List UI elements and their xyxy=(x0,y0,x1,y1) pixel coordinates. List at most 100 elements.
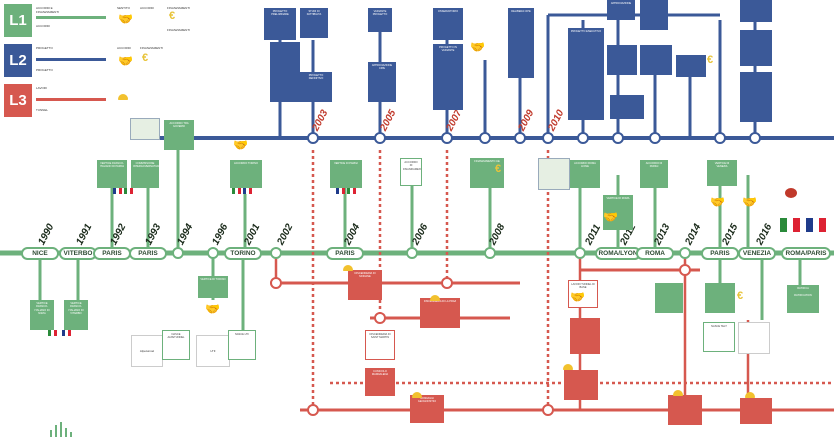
note-b12 xyxy=(607,45,637,75)
legend-l1-col3: Finanziamenti xyxy=(167,6,190,10)
blue-stop-2016 xyxy=(749,132,761,144)
blue-stop-2008 xyxy=(479,132,491,144)
note-b6: Osservatorio xyxy=(433,8,463,40)
note-b18 xyxy=(740,72,772,122)
note-b2: Studi di fattibilita xyxy=(300,8,328,38)
legend-l2-col2: Finanziamenti xyxy=(140,46,163,50)
note-g14: Vertice di Venezia xyxy=(707,160,737,186)
italy-flag-icon-1990 xyxy=(48,330,57,336)
note-b7: Progetto in variante xyxy=(433,44,463,110)
note-g16 xyxy=(655,283,683,313)
france-big-flag-icon xyxy=(806,218,827,232)
note-b15 xyxy=(610,95,644,119)
green-stop-1996 xyxy=(207,247,219,259)
handshake-icon-2007: 🤝 xyxy=(470,40,485,54)
helmet-icon-1 xyxy=(343,265,353,271)
legend-l1-col1: Sentito xyxy=(117,6,130,10)
note-b9: Progetto esecutivo xyxy=(568,28,604,120)
note-r1: Discenderia di Modane xyxy=(348,270,382,300)
handshake-icon-2012: 🤝 xyxy=(603,210,618,224)
red-verticals xyxy=(274,150,750,410)
note-g10: Finanziamento UE xyxy=(470,158,504,188)
legend-l2-col1: Accordi xyxy=(117,46,131,50)
green-stop-1994 xyxy=(172,247,184,259)
france-flag-icon-1991 xyxy=(62,330,71,336)
blue-stop-2015 xyxy=(714,132,726,144)
station-roma-lyon: ROMA/LYON xyxy=(595,246,641,260)
note-b17 xyxy=(740,30,772,66)
green-stop-2008 xyxy=(484,247,496,259)
note-g5: Accordo tra governi xyxy=(164,120,194,150)
blue-stop-2003 xyxy=(307,132,319,144)
station-torino: TORINO xyxy=(224,246,262,260)
red-stop-3 xyxy=(307,404,319,416)
green-stop-2014 xyxy=(679,247,691,259)
legend-l3-text: Lavori xyxy=(36,86,47,90)
note-b13 xyxy=(640,45,672,75)
red-stop-2 xyxy=(374,312,386,324)
legend-l2-text: Progetto xyxy=(36,46,53,50)
legend-badge-l3: L3 xyxy=(4,84,32,117)
legend-l1-sub2: Finanziamenti xyxy=(167,28,190,32)
note-r7 xyxy=(570,318,600,354)
legend-l2-sub1: Progetto xyxy=(36,68,53,72)
legend: L1 Accordi e finanziamenti Sentito Accor… xyxy=(2,2,192,122)
note-g12: Vertice di Roma xyxy=(603,195,633,230)
note-g15: RATIFICA RATIFICATION xyxy=(787,285,819,313)
note-b11 xyxy=(640,0,668,30)
station-venezia: VENEZIA xyxy=(738,246,776,260)
legend-l3-sub1: Tunnel xyxy=(36,108,49,112)
blue-stop-2009 xyxy=(514,132,526,144)
legend-l1-line xyxy=(36,16,106,19)
handshake-blue-icon: 🤝 xyxy=(118,54,133,68)
helmet-icon-5 xyxy=(673,390,683,396)
ltf-logo: LTF xyxy=(196,335,230,367)
note-g6: Vertice di Torino xyxy=(198,276,228,298)
euro-icon-2008: € xyxy=(495,163,502,175)
europe-map-image-2 xyxy=(538,158,570,190)
green-stop-2002 xyxy=(270,247,282,259)
note-b10: Approvazione xyxy=(607,0,635,20)
italy-big-flag-icon xyxy=(780,218,801,232)
nasce-telt-note: NASCE TELT xyxy=(703,322,735,352)
station-paris-1993: PARIS xyxy=(129,246,167,260)
station-paris-2004: PARIS xyxy=(326,246,364,260)
telt-chart-image xyxy=(738,322,770,354)
euro-icon: € xyxy=(169,10,176,22)
note-b14 xyxy=(676,55,706,77)
legend-l3-line xyxy=(36,98,106,101)
note-g2: Vertice franco-italiano di Viterbo xyxy=(64,300,88,330)
legend-badge-l1: L1 xyxy=(4,4,32,37)
station-nice: NICE xyxy=(21,246,59,260)
red-stop-5 xyxy=(441,277,453,289)
note-r9 xyxy=(668,395,702,425)
note-g4: Commissione intergovernativa xyxy=(131,160,159,188)
note-g8: Vertice di Parigi xyxy=(330,160,362,188)
nasce-alpetunnel-note: NASCE ALPETUNNEL xyxy=(162,330,190,360)
france-flag-icon xyxy=(113,188,122,194)
legend-row-l2: L2 Progetto Accordi Finanziamenti Proget… xyxy=(2,42,192,79)
euro-blue-icon: € xyxy=(142,52,149,64)
europe-map-image xyxy=(130,118,160,140)
note-g9: Accordo di finanziamento xyxy=(400,158,422,186)
note-g3: Vertice franco-italiano di Parigi xyxy=(97,160,127,188)
note-b1: Progetto preliminare xyxy=(264,8,296,40)
legend-l1-sub1: Accordi xyxy=(36,24,50,28)
handshake-icon-2016: 🤝 xyxy=(742,195,757,209)
blue-stop-2012 xyxy=(612,132,624,144)
bar-chart-icon xyxy=(50,422,72,437)
note-b3: Progetto definitivo xyxy=(300,72,332,102)
handshake-icon-1996: 🤝 xyxy=(205,302,220,316)
france-flag-icon-2001 xyxy=(243,188,252,194)
handshake-icon: 🤝 xyxy=(118,12,133,26)
note-b19 xyxy=(270,42,300,102)
station-paris-2015: PARIS xyxy=(701,246,739,260)
station-roma: ROMA xyxy=(636,246,674,260)
red-stop-4 xyxy=(542,404,554,416)
handshake-icon-2001: 🤝 xyxy=(233,138,248,152)
note-g11: Accordo Roma Lione xyxy=(570,160,600,188)
note-r2: Discenderia di La Praz xyxy=(420,298,460,328)
green-stop-2006 xyxy=(406,247,418,259)
blue-stop-2007 xyxy=(441,132,453,144)
